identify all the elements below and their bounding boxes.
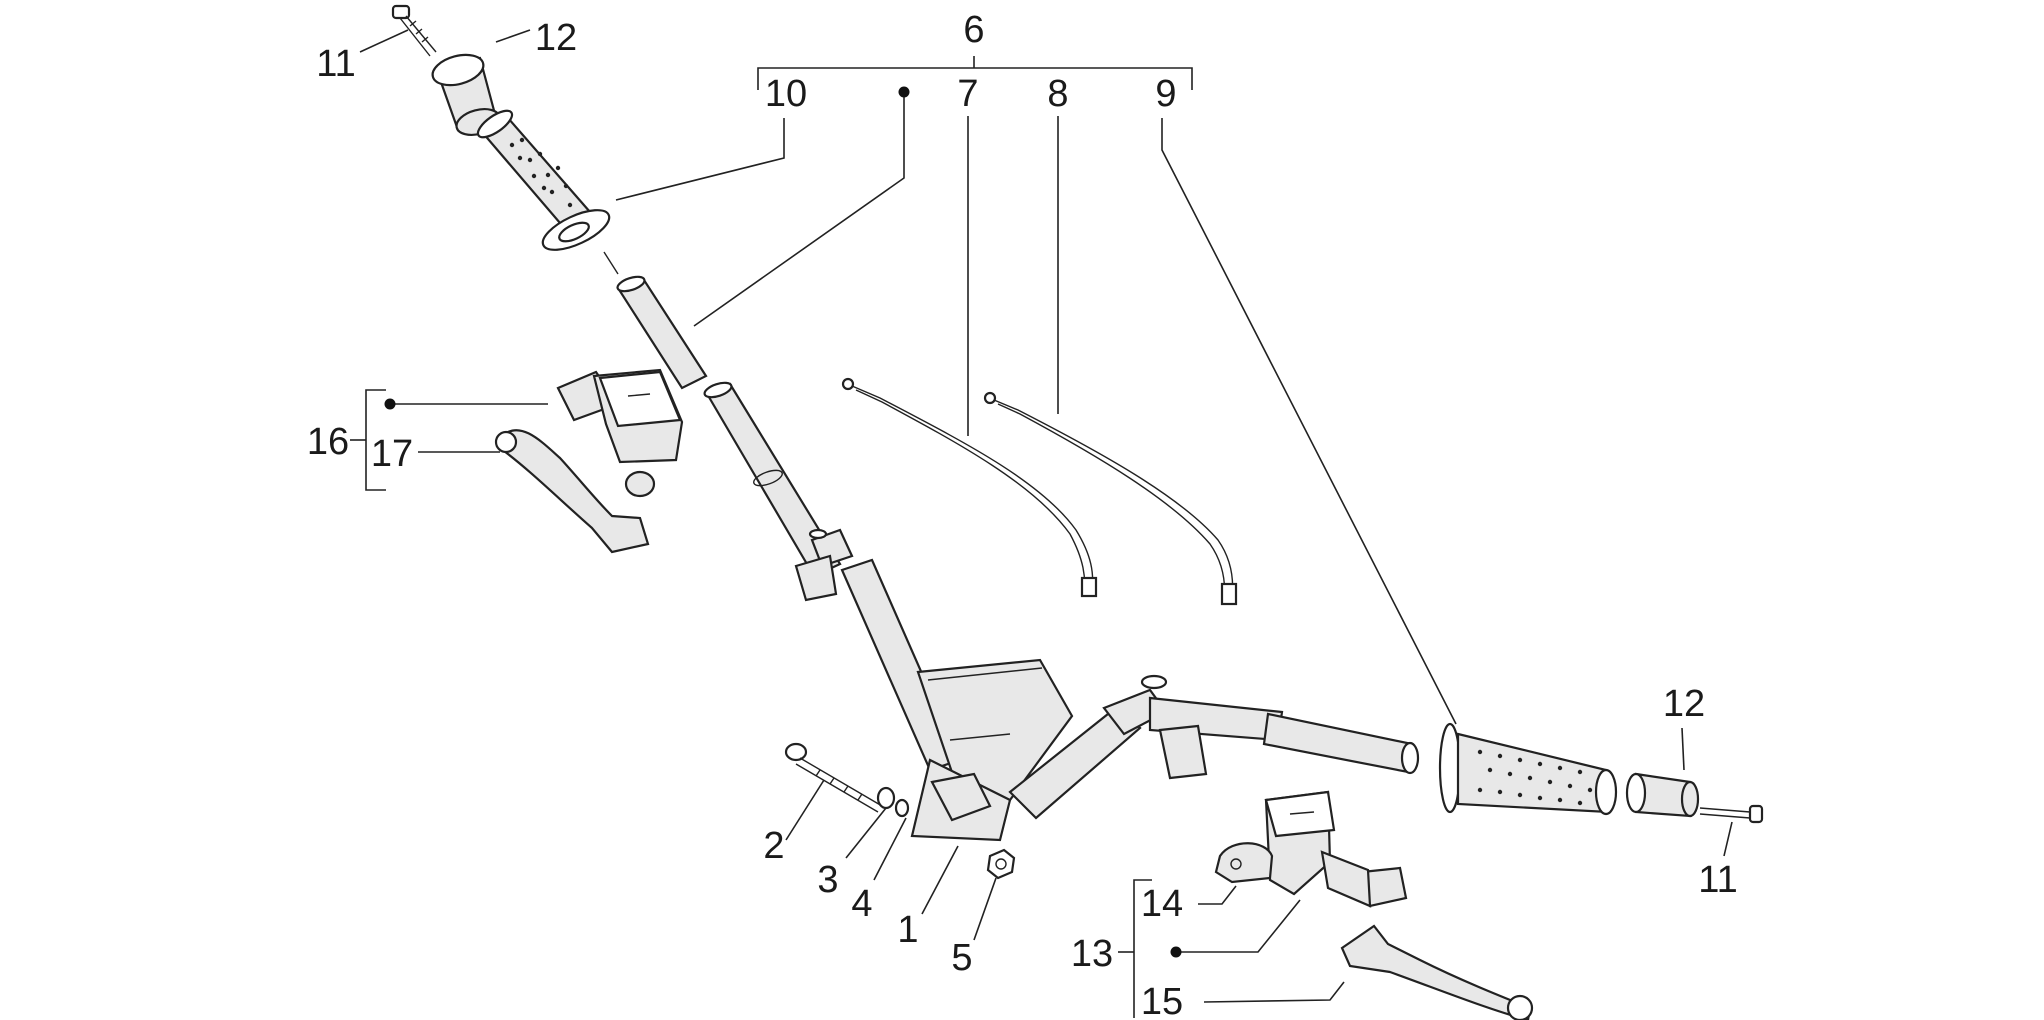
screw-top-left xyxy=(391,4,437,57)
callout-16: 16 xyxy=(307,421,349,463)
callout-9: 9 xyxy=(1155,73,1176,115)
callout-12-bottom: 12 xyxy=(1663,683,1705,725)
bar-end-weight-right xyxy=(1625,772,1700,818)
callout-12-top: 12 xyxy=(535,17,577,59)
handlebar-tube-right xyxy=(1262,712,1420,775)
nut-5 xyxy=(986,848,1016,880)
callout-11-bottom: 11 xyxy=(1698,859,1737,901)
clamp-14 xyxy=(1214,842,1274,884)
callout-2: 2 xyxy=(763,825,784,867)
brake-lever-left xyxy=(494,429,650,554)
callout-17: 17 xyxy=(371,433,413,475)
brake-master-cylinder-left xyxy=(556,368,684,498)
callout-13: 13 xyxy=(1071,933,1113,975)
callout-1: 1 xyxy=(897,909,918,951)
callout-6: 6 xyxy=(963,9,984,51)
leader-dots xyxy=(384,86,1182,958)
hand-grip-right xyxy=(1438,722,1618,816)
callout-5: 5 xyxy=(951,937,972,979)
throttle-cable-8 xyxy=(983,391,1238,606)
callout-4: 4 xyxy=(851,883,872,925)
brake-master-cylinder-right xyxy=(1264,790,1408,908)
leader-dot-13 xyxy=(1170,946,1182,958)
callout-labels: 6 10 7 8 9 11 12 16 17 2 3 4 1 5 12 11 1… xyxy=(307,9,1738,1020)
callout-11-top: 11 xyxy=(316,43,355,85)
brake-lever-right xyxy=(1340,924,1534,1020)
callout-14: 14 xyxy=(1141,883,1183,925)
leader-dot-16 xyxy=(384,398,396,410)
leader-dot-6 xyxy=(898,86,910,98)
callout-10: 10 xyxy=(765,73,807,115)
callout-8: 8 xyxy=(1047,73,1068,115)
callout-3: 3 xyxy=(817,859,838,901)
hand-grip-left xyxy=(476,109,611,251)
handlebar-body xyxy=(794,528,1284,842)
washer-3 xyxy=(876,786,896,810)
handlebar-tube-left xyxy=(616,275,842,578)
callout-15: 15 xyxy=(1141,981,1183,1020)
washer-4 xyxy=(894,798,910,818)
throttle-cable-7 xyxy=(841,377,1098,598)
callout-7: 7 xyxy=(957,73,978,115)
bolt-2 xyxy=(784,742,883,813)
leader-lines xyxy=(350,29,1733,1018)
screw-bottom-right xyxy=(1699,804,1764,824)
